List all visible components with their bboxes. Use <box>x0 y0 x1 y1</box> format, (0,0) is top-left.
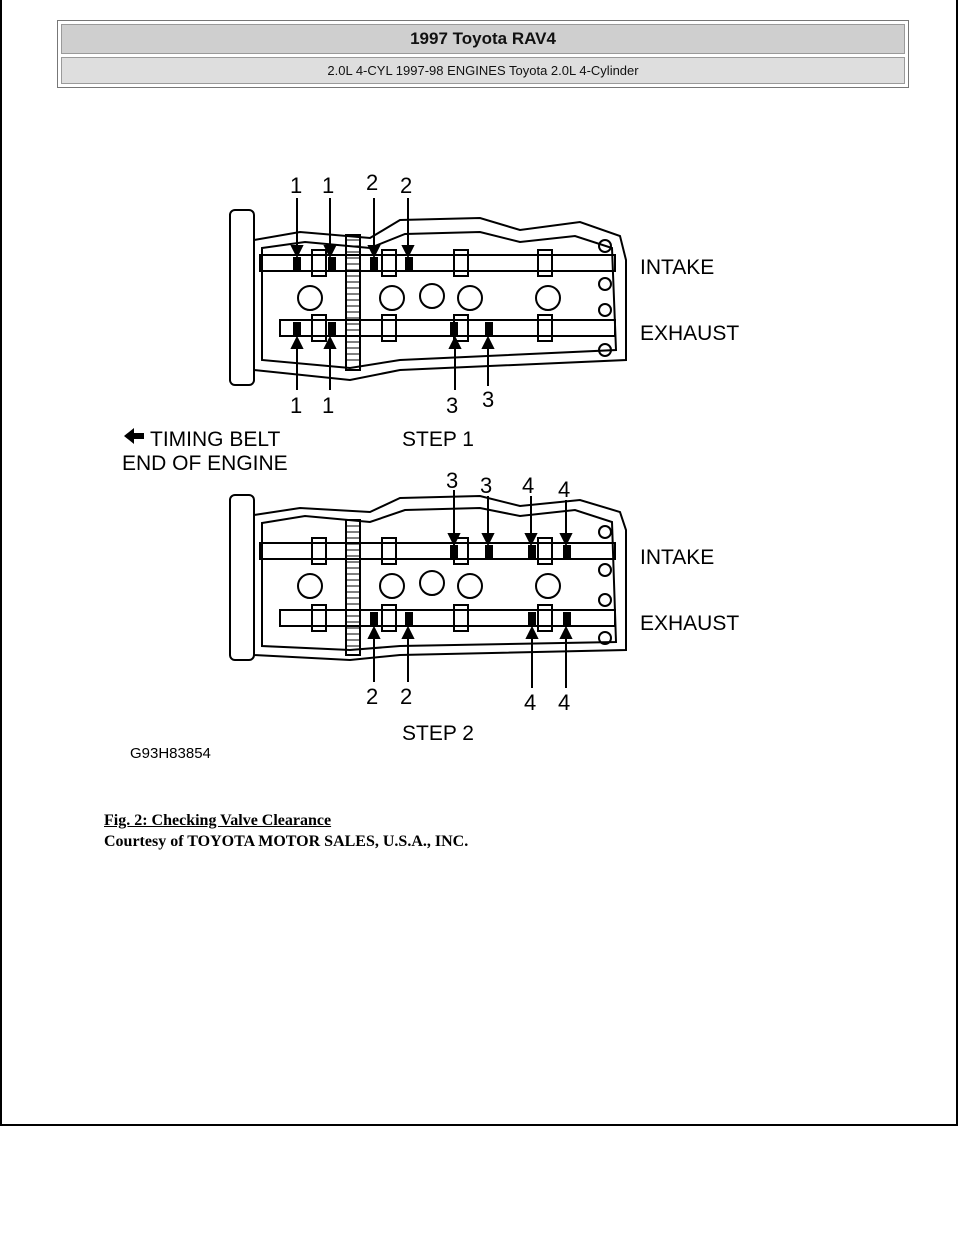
step2-highlighted-lobes <box>370 545 571 626</box>
step2-exhaust-label: EXHAUST <box>640 612 739 635</box>
step2-label: STEP 2 <box>402 722 474 745</box>
figure-caption-title: Fig. 2: Checking Valve Clearance <box>104 812 332 829</box>
step1-callout-bottom-1: 1 <box>290 393 302 418</box>
step2-callout-top-3: 4 <box>522 473 534 498</box>
step2-callout-bottom-1: 2 <box>366 684 378 709</box>
step1-callout-top-2: 1 <box>322 173 334 198</box>
step1-callout-arrows <box>290 198 495 390</box>
step1-highlighted-lobes <box>293 257 493 336</box>
valve-clearance-diagram: 1 1 2 2 1 1 3 3 INTAKE EXHAUST STEP 1 TI… <box>100 160 780 780</box>
step1-intake-label: INTAKE <box>640 256 714 279</box>
page-frame <box>0 0 958 1126</box>
step2-head-outline <box>253 494 627 662</box>
step1-callout-top-3: 2 <box>366 170 378 195</box>
step1-engine-view <box>229 209 627 386</box>
step2-pulley-plate <box>229 494 255 661</box>
document-subtitle: 2.0L 4-CYL 1997-98 ENGINES Toyota 2.0L 4… <box>61 57 905 84</box>
step1-exhaust-label: EXHAUST <box>640 322 739 345</box>
document-title: 1997 Toyota RAV4 <box>61 24 905 54</box>
step1-callout-top-4: 2 <box>400 173 412 198</box>
arrow-left-icon <box>124 428 144 444</box>
step2-callout-bottom-4: 4 <box>558 690 570 715</box>
end-of-engine-label: END OF ENGINE <box>122 452 288 475</box>
step1-cam-gear <box>345 234 361 371</box>
step2-engine-view <box>229 494 627 662</box>
step2-cam-gear <box>345 519 361 656</box>
step1-label: STEP 1 <box>402 428 474 451</box>
step1-exhaust-camshaft <box>279 319 616 337</box>
step1-callout-bottom-4: 3 <box>482 387 494 412</box>
step2-callout-top-1: 3 <box>446 468 458 493</box>
step1-pulley-plate <box>229 209 255 386</box>
step2-callout-arrows <box>367 490 573 688</box>
timing-belt-label: TIMING BELT <box>150 428 280 451</box>
step2-callout-top-4: 4 <box>558 477 570 502</box>
step1-callout-top-1: 1 <box>290 173 302 198</box>
step2-callout-top-2: 3 <box>480 473 492 498</box>
step2-callout-bottom-3: 4 <box>524 690 536 715</box>
step1-intake-camshaft <box>259 254 616 272</box>
step2-exhaust-camshaft <box>279 609 616 627</box>
step2-callout-bottom-2: 2 <box>400 684 412 709</box>
step2-intake-camshaft <box>259 542 616 560</box>
step2-intake-label: INTAKE <box>640 546 714 569</box>
document-header: 1997 Toyota RAV4 2.0L 4-CYL 1997-98 ENGI… <box>57 20 909 88</box>
step1-callout-bottom-3: 3 <box>446 393 458 418</box>
figure-caption-credit: Courtesy of TOYOTA MOTOR SALES, U.S.A., … <box>104 833 469 850</box>
step1-callout-bottom-2: 1 <box>322 393 334 418</box>
figure-code: G93H83854 <box>130 745 211 762</box>
